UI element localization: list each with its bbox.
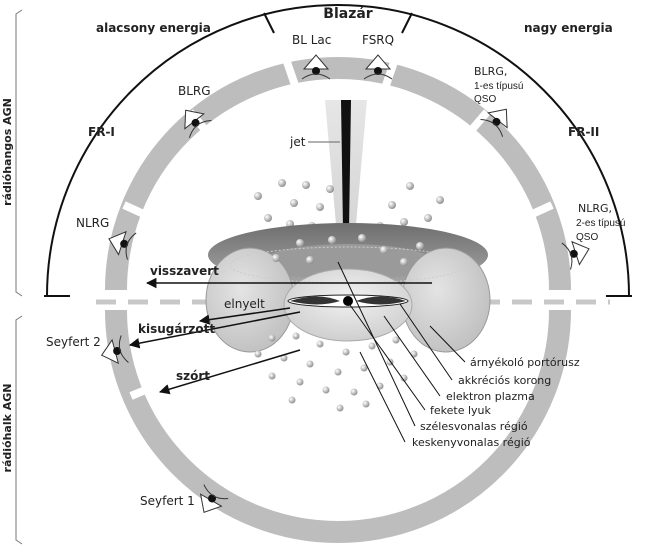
scattered-label: szórt [176,369,210,383]
radio-loud-bracket [15,9,23,297]
observer-eye-icon [184,109,212,138]
observer-eye-icon [480,108,508,137]
component-torus: árnyékoló portórusz [470,356,580,369]
seyfert2-label: Seyfert 2 [46,335,101,349]
observer-eye-icon [199,484,229,513]
observer-eye-icon [108,230,137,260]
component-accretion-disk: akkréciós korong [458,374,551,387]
low-energy-label: alacsony energia [96,21,211,35]
jet-label: jet [289,135,306,149]
scattered-arrow [158,349,301,395]
ring-gaps [122,60,554,400]
component-electron-plasma: elektron plazma [446,390,535,403]
component-broad-line-region: szélesvonalas régió [420,420,528,433]
blrg-qso-label-1: BLRG, [474,65,507,78]
nlrg-qso-label-1: NLRG, [578,202,612,215]
component-narrow-line-region: keskenyvonalas régió [412,436,531,449]
radio-quiet-bracket [15,315,23,545]
observer-eye-icon [363,54,393,80]
absorbed-arrow [198,307,291,325]
arc-tick-left [263,12,275,34]
blrg-label: BLRG [178,84,211,98]
arc-tick-right [401,12,413,34]
fr2-label: FR-II [568,125,599,139]
gray-ring-upper [105,57,571,291]
reflected-label: visszavert [150,264,219,278]
observer-eye-icon [301,54,331,80]
torus-lobe-right [401,247,491,353]
blrg-qso-label-3: QSO [474,94,496,105]
emitted-label: kisugárzott [138,322,215,336]
blrg-qso-label-2: 1-es típusú [474,81,523,92]
component-pointer-lines [337,261,466,443]
high-energy-label: nagy energia [524,21,613,35]
torus-inner [262,244,434,280]
nlrg-qso-label-3: QSO [576,232,598,243]
outer-arc [46,4,630,297]
black-hole [343,296,353,306]
radio-loud-label: rádióhangos AGN [1,98,14,206]
torus-clouds [272,234,424,266]
emitted-arrow [128,311,301,349]
bl-lac-label: BL Lac [292,33,331,47]
narrow-line-clouds [254,332,418,412]
fsrq-label: FSRQ [362,33,394,47]
diagram-title: Blazár [323,6,373,22]
component-black-hole: fekete lyuk [430,404,492,417]
nlrg-qso-label-2: 2-es típusú [576,218,625,229]
absorbed-label: elnyelt [224,297,265,311]
disk-shading-right [356,296,406,305]
observer-eye-icon [100,335,129,365]
gray-ring-lower [105,309,571,543]
nlrg-label: NLRG [76,216,109,230]
fr1-label: FR-I [88,125,115,139]
disk-shading-left [290,296,340,305]
seyfert1-label: Seyfert 1 [140,494,195,508]
radio-quiet-label: rádióhalk AGN [1,384,14,473]
observer-eye-icon [561,240,590,270]
